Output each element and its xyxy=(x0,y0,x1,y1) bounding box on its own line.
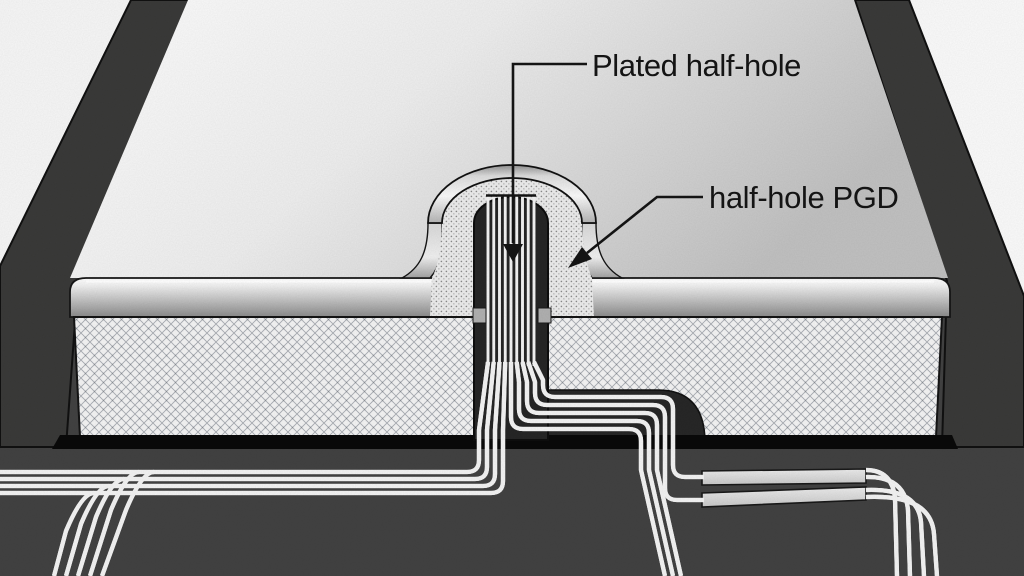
half-hole-pgd-label: half-hole PGD xyxy=(709,180,899,215)
plated-half-hole-arrowhead xyxy=(503,244,523,262)
plated-half-hole-label: Plated half-hole xyxy=(592,48,801,83)
half-hole-pgd-arrowhead xyxy=(568,247,592,268)
plated-half-hole-leader xyxy=(511,62,587,243)
half-hole-pgd-leader xyxy=(586,195,703,255)
